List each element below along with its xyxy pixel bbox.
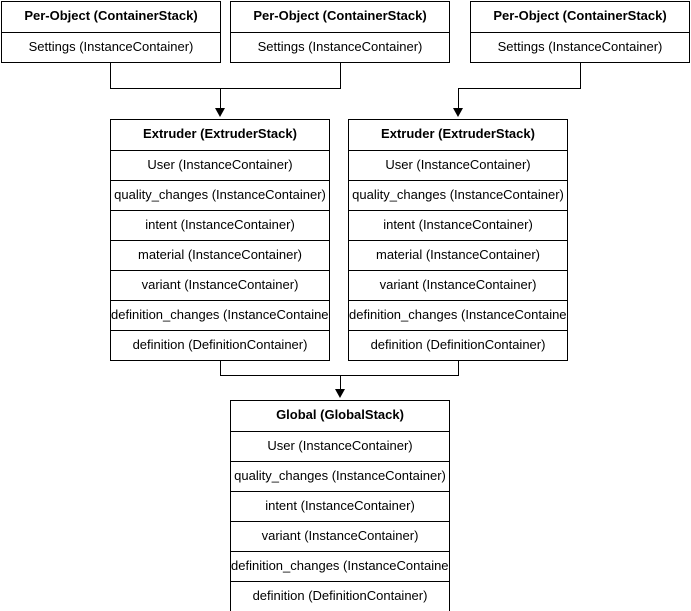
edge-global-feed [340,375,341,391]
node-row: definition_changes (InstanceContainer) [111,300,329,330]
node-row: definition_changes (InstanceContainer) [231,551,449,581]
arrowhead-to-global [335,389,345,398]
node-row: definition_changes (InstanceContainer) [349,300,567,330]
node-header: Per-Object (ContainerStack) [471,2,689,32]
edge-extruder-1-drop [220,359,221,376]
node-row: material (InstanceContainer) [349,240,567,270]
node-row: definition (DefinitionContainer) [231,581,449,611]
node-per-object-3[interactable]: Per-Object (ContainerStack) Settings (In… [470,1,690,63]
node-row: User (InstanceContainer) [111,150,329,180]
node-row: definition (DefinitionContainer) [111,330,329,360]
edge-per-object-1-drop [110,61,111,89]
edge-extruder-2-feed [458,88,459,110]
node-per-object-2[interactable]: Per-Object (ContainerStack) Settings (In… [230,1,450,63]
node-row: Settings (InstanceContainer) [471,32,689,62]
node-row: User (InstanceContainer) [231,431,449,461]
arrowhead-to-extruder-1 [215,108,225,117]
edge-extruder-merge-bar [220,375,459,376]
node-row: variant (InstanceContainer) [349,270,567,300]
node-row: User (InstanceContainer) [349,150,567,180]
edge-per-object-3-drop [580,61,581,89]
node-extruder-1[interactable]: Extruder (ExtruderStack) User (InstanceC… [110,119,330,361]
node-header: Per-Object (ContainerStack) [231,2,449,32]
node-row: intent (InstanceContainer) [349,210,567,240]
node-row: definition (DefinitionContainer) [349,330,567,360]
edge-per-object-3-bar [458,88,581,89]
node-row: Settings (InstanceContainer) [2,32,220,62]
node-header: Per-Object (ContainerStack) [2,2,220,32]
edge-per-object-merge-bar [110,88,341,89]
node-row: quality_changes (InstanceContainer) [349,180,567,210]
node-header: Extruder (ExtruderStack) [111,120,329,150]
edge-extruder-2-drop [458,359,459,376]
node-header: Global (GlobalStack) [231,401,449,431]
node-header: Extruder (ExtruderStack) [349,120,567,150]
edge-per-object-2-drop [340,61,341,89]
arrowhead-to-extruder-2 [453,108,463,117]
node-row: variant (InstanceContainer) [111,270,329,300]
node-row: material (InstanceContainer) [111,240,329,270]
node-row: intent (InstanceContainer) [111,210,329,240]
node-row: variant (InstanceContainer) [231,521,449,551]
node-extruder-2[interactable]: Extruder (ExtruderStack) User (InstanceC… [348,119,568,361]
node-row: quality_changes (InstanceContainer) [231,461,449,491]
node-row: quality_changes (InstanceContainer) [111,180,329,210]
node-row: Settings (InstanceContainer) [231,32,449,62]
edge-extruder-1-feed [220,88,221,110]
node-row: intent (InstanceContainer) [231,491,449,521]
node-global-stack[interactable]: Global (GlobalStack) User (InstanceConta… [230,400,450,611]
node-per-object-1[interactable]: Per-Object (ContainerStack) Settings (In… [1,1,221,63]
